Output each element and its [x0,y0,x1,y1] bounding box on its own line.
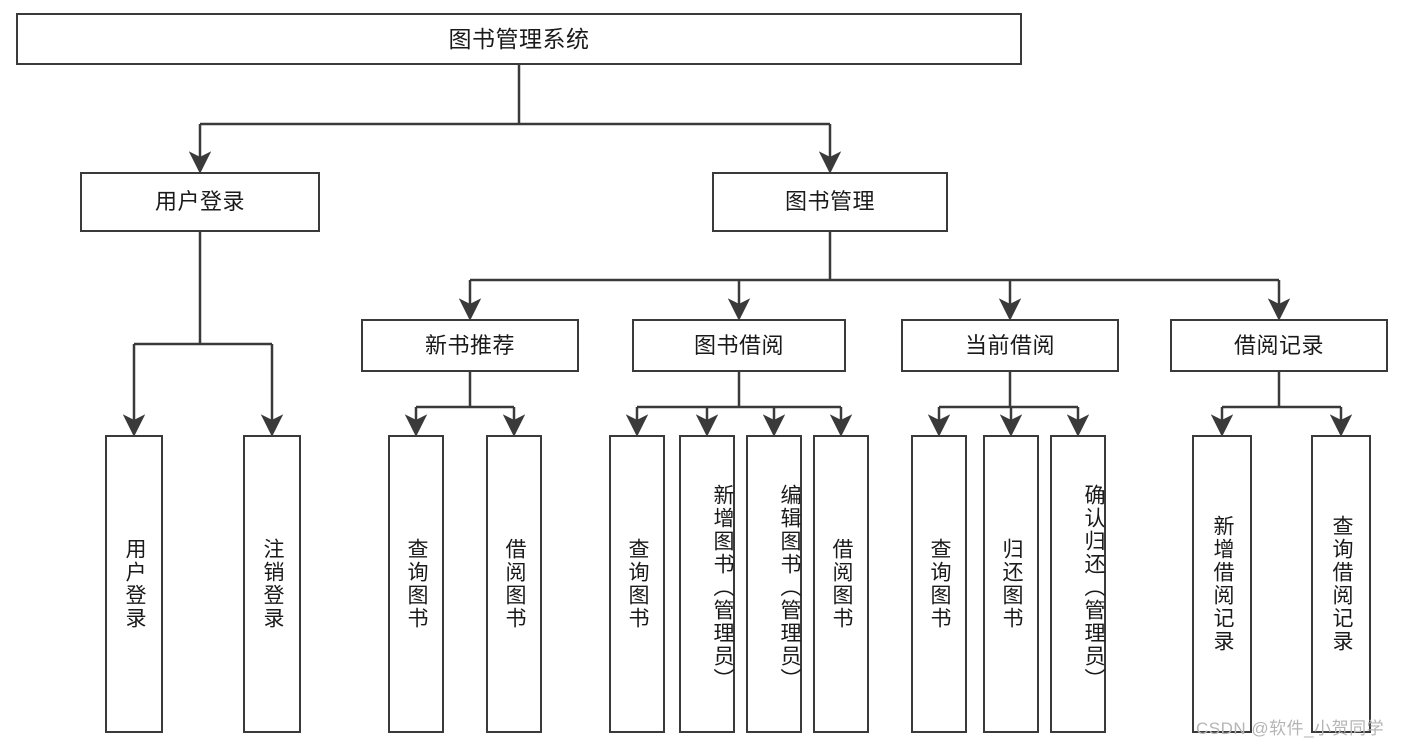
node-leaf-borrow1[interactable]: 借阅图书 [486,435,542,733]
node-leaf-queryrec[interactable]: 查询借阅记录 [1311,435,1371,733]
node-leaf-return[interactable]: 归还图书 [983,435,1039,733]
node-login[interactable]: 用户登录 [80,172,320,232]
node-newbook[interactable]: 新书推荐 [361,319,579,372]
node-leaf-editbook[interactable]: 编辑图书（管理员） [746,435,802,733]
node-leaf-borrow2[interactable]: 借阅图书 [813,435,869,733]
node-leaf-query3[interactable]: 查询图书 [911,435,967,733]
node-root[interactable]: 图书管理系统 [16,13,1022,65]
node-leaf-query2[interactable]: 查询图书 [609,435,665,733]
node-current[interactable]: 当前借阅 [901,319,1119,372]
node-leaf-logout[interactable]: 注销登录 [243,435,301,733]
node-records[interactable]: 借阅记录 [1170,319,1388,372]
node-bookmgmt[interactable]: 图书管理 [712,172,948,232]
node-leaf-login[interactable]: 用户登录 [105,435,163,733]
node-leaf-confirm[interactable]: 确认归还（管理员） [1050,435,1106,733]
node-leaf-addrec[interactable]: 新增借阅记录 [1192,435,1252,733]
node-leaf-addbook[interactable]: 新增图书（管理员） [679,435,735,733]
node-leaf-query1[interactable]: 查询图书 [388,435,444,733]
node-borrow[interactable]: 图书借阅 [632,319,846,372]
